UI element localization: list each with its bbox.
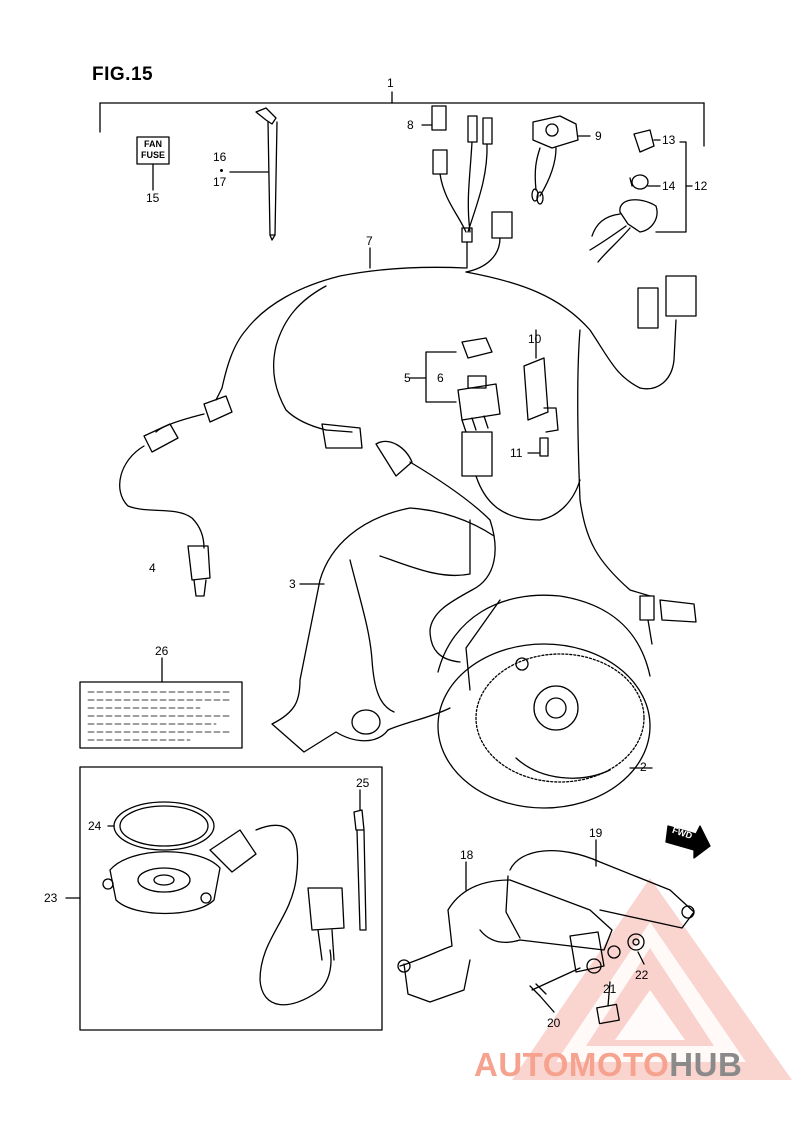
- fuse-tag-line-1: FAN: [144, 139, 162, 149]
- callout-13: 13: [662, 133, 676, 147]
- callout-5: 5: [404, 371, 411, 385]
- dot-separator: [220, 169, 223, 172]
- callout-25: 25: [356, 776, 370, 790]
- indicator-lamp-assembly: [589, 129, 693, 263]
- callout-23: 23: [44, 891, 58, 905]
- callout-1: 1: [387, 76, 394, 90]
- callout-14: 14: [662, 179, 676, 193]
- callout-21: 21: [603, 982, 617, 996]
- callout-10: 10: [528, 332, 542, 346]
- fuse-tag-line-2: FUSE: [140, 150, 165, 160]
- callout-2: 2: [640, 760, 647, 774]
- callout-3: 3: [289, 577, 296, 591]
- harness-clamp-part: [531, 115, 591, 205]
- watermark-text: AUTOMOTOHUB: [474, 1046, 742, 1084]
- cable-tie-part: [229, 107, 278, 241]
- sub-harness-connectors: [421, 105, 513, 273]
- callout-7: 7: [366, 234, 373, 248]
- callout-12: 12: [694, 179, 708, 193]
- watermark-part-1: AUTOMOTO: [474, 1046, 670, 1083]
- watermark-part-2: HUB: [669, 1046, 743, 1083]
- callout-18: 18: [460, 848, 474, 862]
- callout-24: 24: [88, 819, 102, 833]
- callout-17: 17: [213, 175, 227, 189]
- callout-bracket-1: [99, 91, 705, 147]
- callout-6: 6: [437, 371, 444, 385]
- figure-title: FIG.15: [92, 64, 154, 85]
- main-wiring-harness: [119, 247, 697, 663]
- caution-label-sheet: [79, 657, 243, 749]
- fan-fuse-tag: [136, 136, 170, 191]
- thermo-switch-kit-box: [65, 766, 383, 1031]
- callout-4: 4: [149, 561, 156, 575]
- fan-shroud: [271, 507, 495, 753]
- callout-15: 15: [146, 191, 160, 205]
- callout-16: 16: [213, 150, 227, 164]
- callout-20: 20: [547, 1016, 561, 1030]
- cooling-fan-assembly: [437, 594, 697, 809]
- relay-and-bracket: [409, 329, 581, 521]
- callout-26: 26: [155, 644, 169, 658]
- callout-19: 19: [589, 826, 603, 840]
- callout-11: 11: [510, 446, 523, 460]
- fan-mounting-bracket: [397, 839, 695, 1025]
- callout-8: 8: [407, 118, 414, 132]
- fwd-arrow-icon: [665, 825, 711, 859]
- callout-22: 22: [635, 968, 649, 982]
- warning-triangle-logo-icon: [512, 878, 792, 1080]
- callout-9: 9: [595, 129, 602, 143]
